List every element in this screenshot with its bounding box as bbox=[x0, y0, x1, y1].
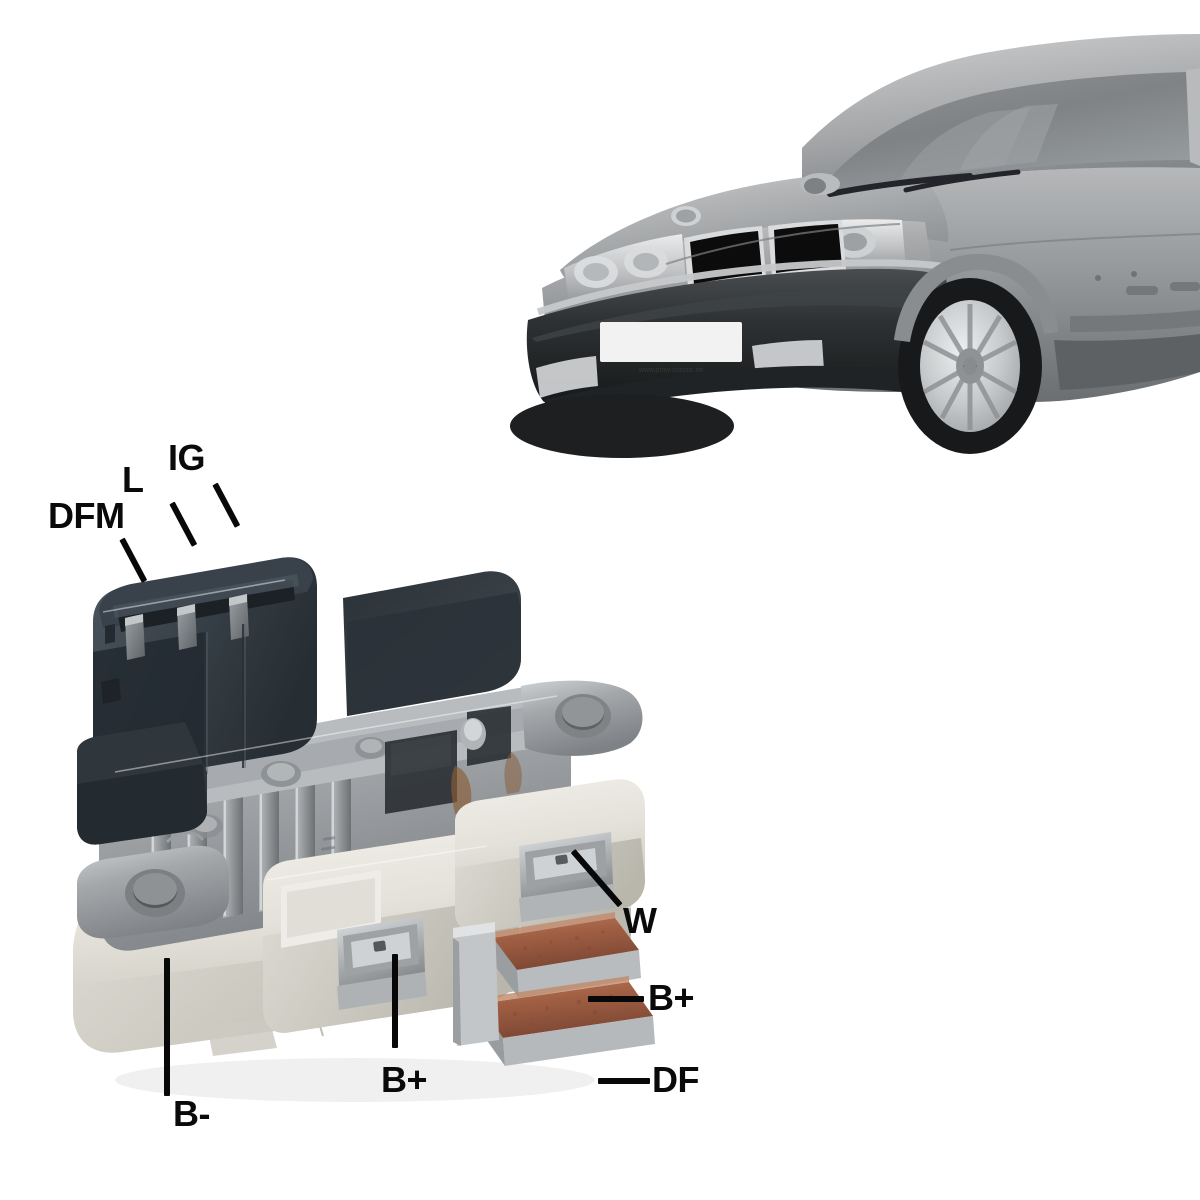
windshield-wipers bbox=[827, 169, 1021, 197]
callout-leader-df bbox=[598, 1078, 650, 1084]
carbon-brushes bbox=[453, 912, 655, 1066]
car-glass bbox=[822, 68, 1200, 194]
callout-label-w: W bbox=[623, 900, 657, 941]
part-photo bbox=[55, 480, 695, 1120]
car-under-shadow bbox=[510, 394, 734, 458]
callout-label-bminus: B- bbox=[173, 1093, 211, 1134]
callout-label-ig: IG bbox=[168, 437, 206, 478]
terminal-bplus bbox=[337, 916, 427, 1010]
side-trim bbox=[1095, 271, 1200, 295]
callout-label-bplus-brush: B+ bbox=[648, 977, 695, 1018]
connector-plug bbox=[77, 557, 521, 845]
callout-leader-bminus bbox=[164, 958, 170, 1096]
front-wheel bbox=[898, 278, 1042, 454]
callout-leader-bplus-brush bbox=[588, 996, 644, 1002]
vehicle-photo: www.bmw-classic.de bbox=[470, 20, 1200, 470]
connector-pins bbox=[125, 594, 249, 660]
terminal-w bbox=[519, 832, 615, 922]
side-mirrors bbox=[800, 173, 840, 195]
callout-label-dfm: DFM bbox=[48, 495, 125, 536]
callout-label-df: DF bbox=[652, 1059, 700, 1100]
callout-leader-bplus-terminal bbox=[392, 954, 398, 1048]
rocker-panel bbox=[1054, 310, 1200, 390]
callout-label-bplus-terminal: B+ bbox=[381, 1059, 428, 1100]
front-bumper: www.bmw-classic.de bbox=[526, 268, 956, 418]
license-plate-text: www.bmw-classic.de bbox=[638, 367, 704, 374]
bmw-roundel bbox=[671, 206, 701, 226]
callout-label-l: L bbox=[122, 459, 144, 500]
